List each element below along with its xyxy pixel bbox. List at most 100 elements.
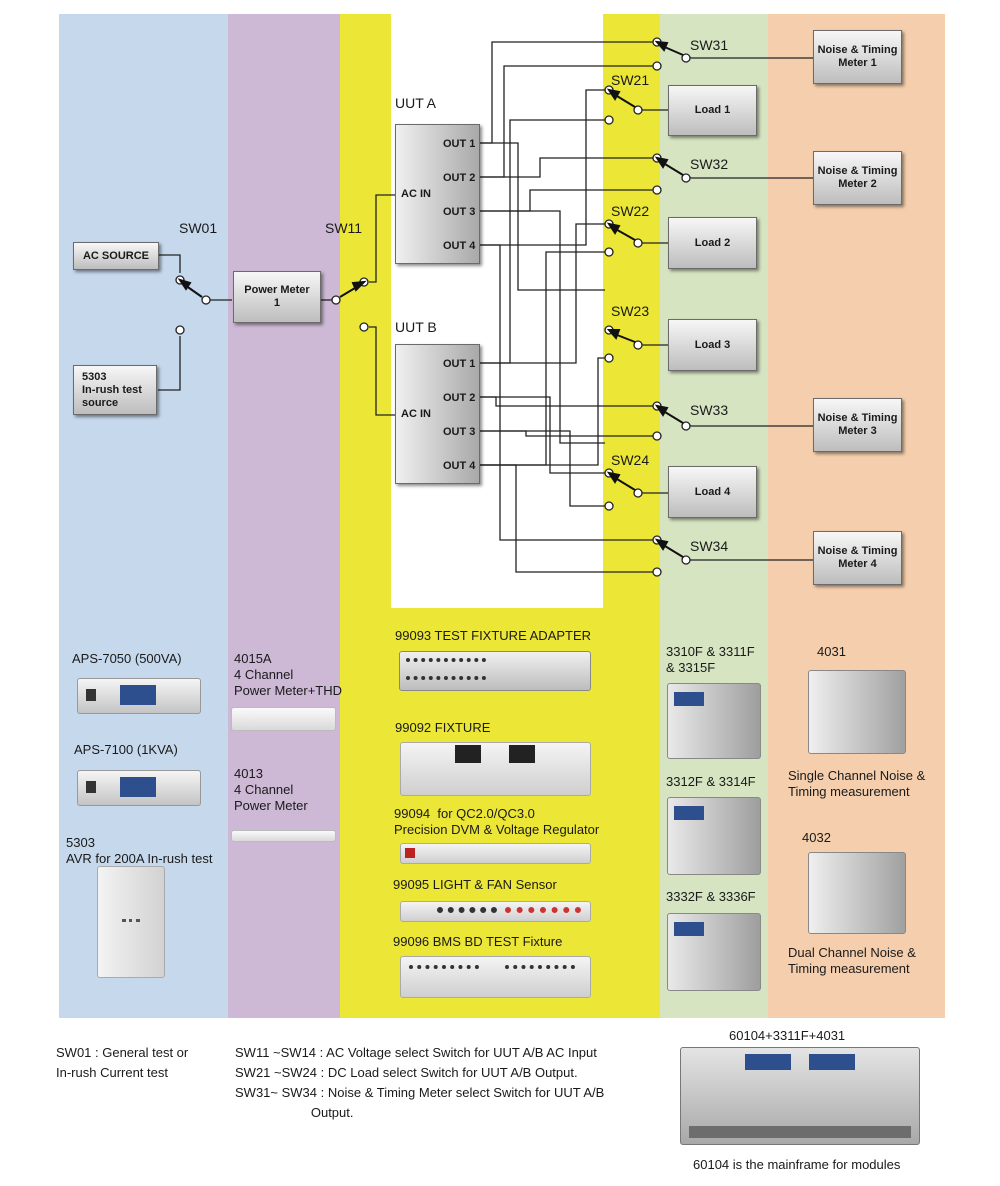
sw34-contact [681,555,691,565]
wire [158,336,181,391]
legend-sw01: SW01 : General test or In-rush Current t… [56,1045,189,1080]
load2-box: Load 2 [668,217,757,269]
ac-source-column [59,14,228,1018]
pm4013-image [231,830,336,842]
sw31-contact [681,53,691,63]
sw32-contact [681,173,691,183]
f99092-image [400,742,591,796]
pm4013-label: 4013 4 Channel Power Meter [234,766,308,813]
sw01-contact [175,325,185,335]
sw22-contact [604,247,614,257]
load1-box: Load 1 [668,85,757,136]
sw01-label: SW01 [179,220,218,236]
uut-b-out2: OUT 2 [443,392,476,404]
load3332-image [667,913,761,991]
uut-area [391,14,603,608]
wire [369,326,395,416]
mainframe-image [680,1047,920,1145]
wire [478,396,653,407]
sw34-label: SW34 [690,538,729,554]
noise-timing-meter1-box: Noise & Timing Meter 1 [813,30,902,84]
sw33-label: SW33 [690,402,729,418]
wire [478,244,653,541]
n4031-description: Single Channel Noise & Timing measuremen… [788,768,926,799]
f99092-label: 99092 FIXTURE [395,720,491,735]
sw24-contact [604,501,614,511]
uut-b-out1: OUT 1 [443,358,476,370]
wire [478,251,605,466]
sw23-label: SW23 [611,303,650,319]
sw21-label: SW21 [611,72,650,88]
uut-b-out3: OUT 3 [443,426,476,438]
f99094-image [400,843,591,864]
sw24-label: SW24 [611,452,650,468]
n4032-image [808,852,906,934]
f99095-label: 99095 LIGHT & FAN Sensor [393,877,557,892]
noise-timing-meter2-box: Noise & Timing Meter 2 [813,151,902,205]
wire [158,254,181,273]
inrush-source-box: 5303 In-rush test source [73,365,157,415]
load3312-image [667,797,761,875]
sw01-contact [201,295,211,305]
legend-switches: SW11 ~SW14 : AC Voltage select Switch fo… [235,1045,605,1120]
uut-a-box: AC IN OUT 1 OUT 2 OUT 3 OUT 4 [395,124,480,264]
sw21-contact [633,105,643,115]
n4032-label: 4032 [802,830,831,845]
n4031-label: 4031 [817,644,846,659]
uut-a-out2: OUT 2 [443,172,476,184]
uut-b-out4: OUT 4 [443,460,476,472]
f99095-image [400,901,591,922]
sw23-contact [633,340,643,350]
uut-a-title: UUT A [395,95,436,111]
uut-a-out1: OUT 1 [443,138,476,150]
sw31-label: SW31 [690,37,729,53]
wire [478,396,605,474]
wire [478,430,605,507]
power-meter-column [228,14,340,1018]
wire [478,142,605,291]
wire [478,223,605,364]
sw22-contact [633,238,643,248]
sw23-contact [604,353,614,363]
uut-b-ac-in: AC IN [401,408,431,420]
aps7050-image [77,678,201,714]
aps7100-image [77,770,201,806]
uut-a-out3: OUT 3 [443,206,476,218]
sw11-contact [331,295,341,305]
sw32-label: SW32 [690,156,729,172]
wire [478,210,605,444]
uut-a-ac-in: AC IN [401,188,431,200]
sw11-contact [359,322,369,332]
f99094-label: 99094 for QC2.0/QC3.0 Precision DVM & Vo… [394,806,600,837]
load3-box: Load 3 [668,319,757,371]
aps7100-label: APS-7100 (1KVA) [74,742,178,757]
uut-b-box: AC IN OUT 1 OUT 2 OUT 3 OUT 4 [395,344,480,484]
sw11-label: SW11 [325,220,363,236]
uut-b-title: UUT B [395,319,437,335]
load4-box: Load 4 [668,466,757,518]
noise-timing-meter3-box: Noise & Timing Meter 3 [813,398,902,452]
noise-timing-meter4-box: Noise & Timing Meter 4 [813,531,902,585]
sw31-contact [652,61,662,71]
pm4015a-image [231,707,336,731]
load3332-label: 3332F & 3336F [666,889,756,904]
sw22-label: SW22 [611,203,650,219]
f99096-label: 99096 BMS BD TEST Fixture [393,934,563,949]
aps7050-label: APS-7050 (500VA) [72,651,182,666]
pm4015a-label: 4015A 4 Channel Power Meter+THD [234,651,342,698]
wire [369,194,395,283]
sw33-contact [652,431,662,441]
ac-source-box: AC SOURCE [73,242,159,270]
power-meter-box: Power Meter 1 [233,271,321,323]
sw24-contact [633,488,643,498]
f99093-image [399,651,591,691]
mainframe-note: 60104 is the mainframe for modules [693,1157,901,1172]
avr5303-image [97,866,165,978]
sw21-contact [604,115,614,125]
load3310-image [667,683,761,759]
sw32-contact [652,185,662,195]
wire [478,157,653,178]
wire [478,430,653,437]
load3312-label: 3312F & 3314F [666,774,756,789]
n4032-description: Dual Channel Noise & Timing measurement [788,945,916,976]
